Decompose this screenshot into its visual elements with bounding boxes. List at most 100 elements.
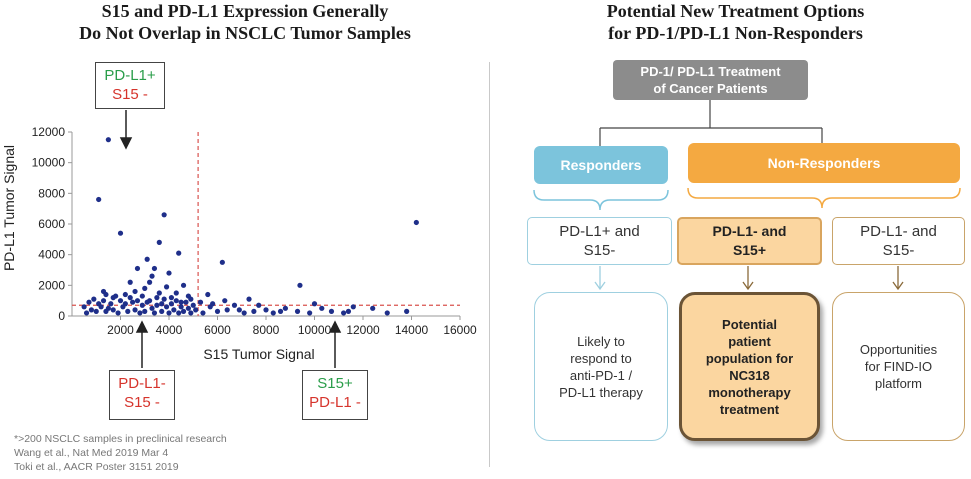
scatter-point <box>117 298 124 304</box>
scatter-point <box>127 279 133 285</box>
scatter-point <box>307 310 313 316</box>
scatter-point <box>108 301 114 307</box>
scatter-point <box>91 296 97 302</box>
scatter-point <box>137 310 143 316</box>
scatter-point <box>328 308 335 314</box>
callout-line2: S15 - <box>124 394 160 411</box>
scatter-point <box>81 304 87 310</box>
scatter-point <box>171 307 177 313</box>
y-tick-label: 12000 <box>32 125 66 139</box>
scatter-point <box>270 310 276 316</box>
scatter-point <box>110 295 116 301</box>
scatter-point <box>163 284 170 290</box>
outcome-nc318-population: Potential patient population for NC318 m… <box>679 292 820 441</box>
scatter-point <box>214 308 221 314</box>
x-tick-label: 2000 <box>107 323 134 337</box>
outcome-line: treatment <box>719 401 780 417</box>
flow-brackets <box>533 187 961 211</box>
y-tick-label: 10000 <box>32 156 66 170</box>
scatter-point <box>188 296 194 302</box>
scatter-point <box>139 302 145 308</box>
scatter-point <box>413 219 419 226</box>
callout-line2: S15 - <box>112 86 148 103</box>
scatter-point <box>341 310 347 316</box>
x-tick-label: 8000 <box>253 323 280 337</box>
flow-connectors <box>599 100 823 146</box>
scatter-point <box>178 304 184 310</box>
callout-line1: PD-L1+ <box>104 67 156 84</box>
callout-s15-pos-pdl1-neg: S15+ PD-L1 - <box>302 370 368 420</box>
scatter-point <box>144 256 150 262</box>
scatter-point <box>404 308 410 314</box>
scatter-point <box>236 307 242 313</box>
scatter-point <box>294 308 301 314</box>
left-title-line1: S15 and PD-L1 Expression Generally <box>101 1 389 21</box>
scatter-point <box>173 298 179 304</box>
scatter-point <box>134 265 141 272</box>
outcome-line: Opportunities <box>859 342 938 357</box>
x-axis-label: S15 Tumor Signal <box>203 346 314 362</box>
footnote: Wang et al., Nat Med 2019 Mar 4 <box>14 447 169 459</box>
scatter-point <box>149 273 155 279</box>
scatter-point <box>168 295 175 301</box>
subgroup-line2: S15- <box>882 242 915 259</box>
scatter-point <box>159 308 165 314</box>
outcome-line: Likely to <box>577 333 625 349</box>
scatter-point <box>178 299 184 305</box>
outcome-line: NC318 <box>729 367 770 383</box>
scatter-point <box>193 307 199 313</box>
subgroup-line1: PD-L1- and <box>712 223 787 239</box>
scatter-point <box>168 301 175 307</box>
scatter-point <box>149 305 155 311</box>
scatter-point <box>219 259 225 265</box>
scatter-point <box>311 301 318 307</box>
scatter-point <box>122 301 128 307</box>
outcome-find-io: Opportunities for FIND-IO platform <box>832 292 965 441</box>
scatter-point <box>161 212 167 218</box>
right-title-line2: for PD-1/PD-L1 Non-Responders <box>608 23 863 43</box>
chart-axes <box>71 132 460 317</box>
scatter-point <box>147 279 153 285</box>
scatter-point <box>231 302 238 308</box>
scatter-point <box>205 291 211 298</box>
scatter-point <box>297 282 303 288</box>
scatter-point <box>176 250 182 256</box>
subgroup-pdl1-pos-s15-neg: PD-L1+ and S15- <box>527 217 672 265</box>
scatter-point <box>156 239 162 245</box>
outcome-line: population for <box>705 350 794 366</box>
scatter-point <box>156 290 162 296</box>
scatter-point <box>251 308 257 314</box>
non-responders-box: Non-Responders <box>688 143 960 183</box>
scatter-point <box>200 310 206 316</box>
scatter-point <box>166 310 172 316</box>
scatter-point <box>319 305 325 311</box>
y-axis-label: PD-L1 Tumor Signal <box>1 145 17 271</box>
scatter-point <box>180 308 187 314</box>
outcome-line: respond to <box>570 350 632 366</box>
scatter-point <box>105 137 111 143</box>
scatter-point <box>246 296 252 302</box>
callout-pdl1-pos-s15-neg: PD-L1+ S15 - <box>95 62 165 109</box>
scatter-point <box>180 282 187 288</box>
y-tick-label: 4000 <box>38 248 65 262</box>
subgroup-pdl1-neg-s15-neg: PD-L1- and S15- <box>832 217 965 265</box>
callout-pdl1-neg-s15-neg: PD-L1- S15 - <box>109 370 175 420</box>
panel-divider <box>489 62 490 467</box>
callout-arrows <box>119 110 342 368</box>
outcome-likely-respond: Likely to respond to anti-PD-1 / PD-L1 t… <box>534 292 668 441</box>
scatter-point <box>88 307 94 313</box>
scatter-point <box>176 310 182 316</box>
scatter-point <box>117 230 124 236</box>
scatter-point <box>277 308 284 314</box>
x-tick-label: 14000 <box>395 323 429 337</box>
left-title-line2: Do Not Overlap in NSCLC Tumor Samples <box>79 23 411 43</box>
scatter-point <box>151 265 158 272</box>
scatter-point <box>183 299 189 305</box>
scatter-point <box>159 301 165 307</box>
subgroup-line1: PD-L1- and <box>860 223 937 240</box>
scatter-point <box>173 290 179 296</box>
outcome-line: anti-PD-1 / <box>569 367 633 383</box>
flow-top-box: PD-1/ PD-L1 Treatment of Cancer Patients <box>613 60 808 100</box>
